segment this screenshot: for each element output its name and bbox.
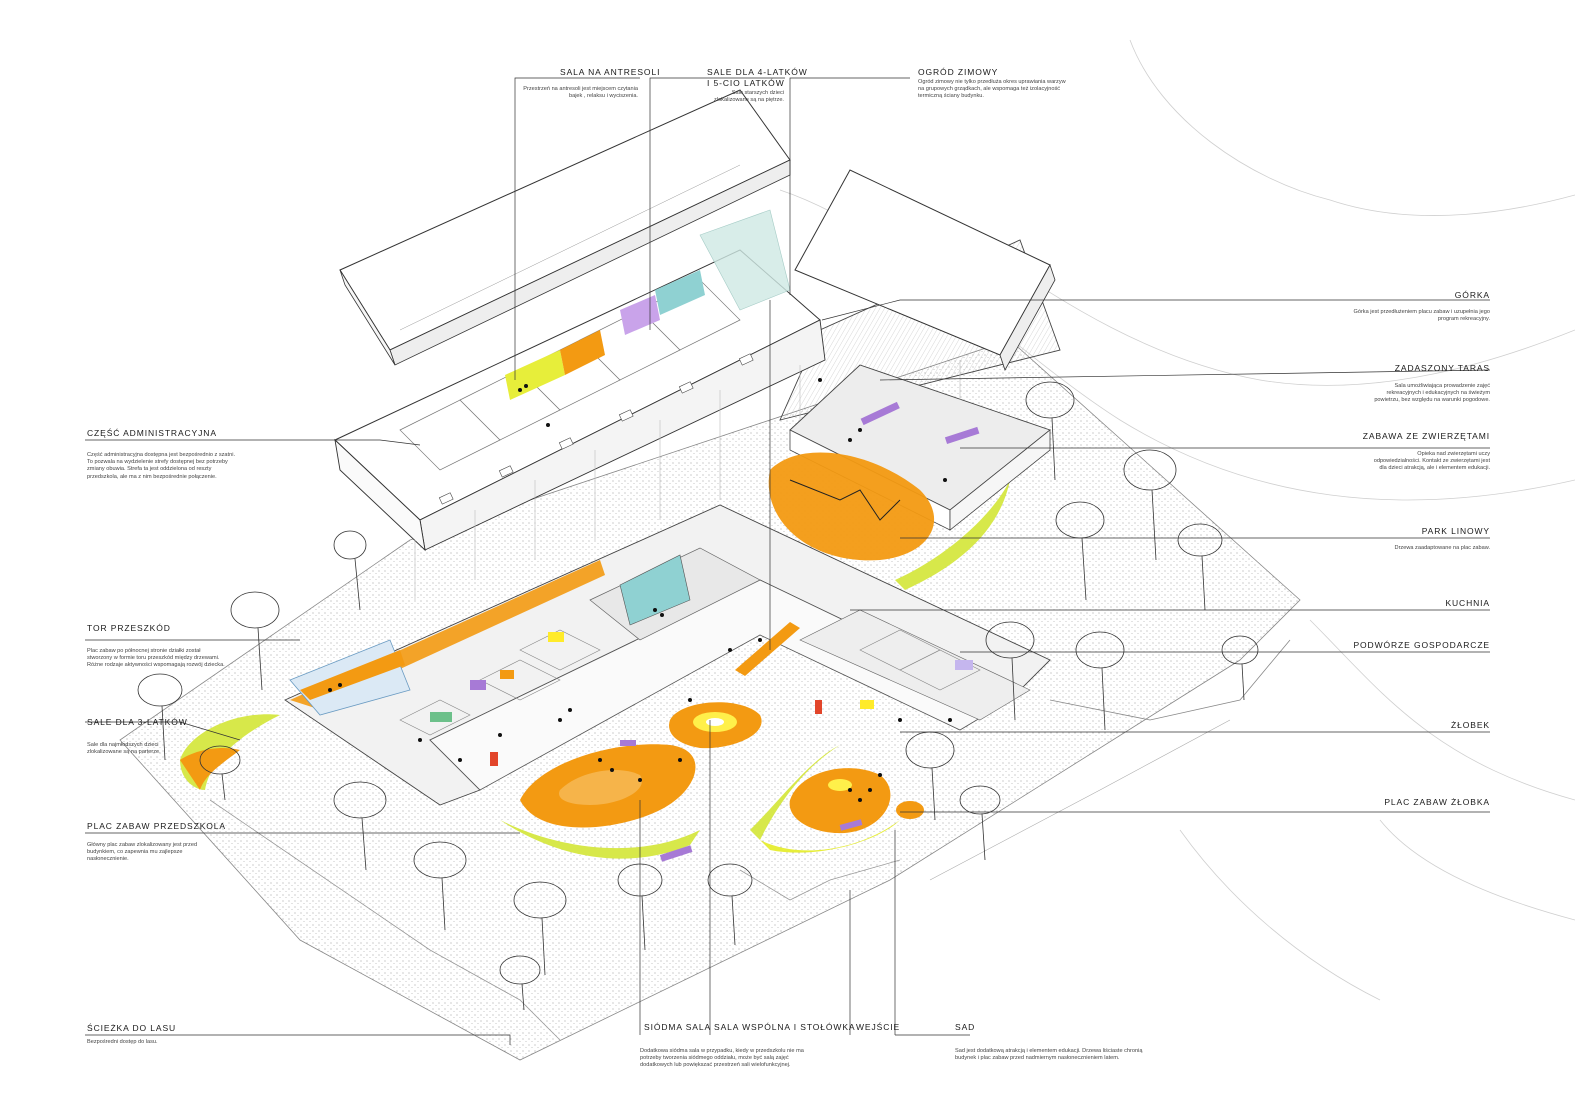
label-park-linowy-desc: Drzewa zaadaptowane na plac zabaw. xyxy=(1394,545,1490,551)
label-gorka-title: GÓRKA xyxy=(1454,290,1490,300)
label-zlobek-title: ŻŁOBEK xyxy=(1451,720,1490,730)
label-tor-desc: Plac zabaw po północnej stronie działki … xyxy=(87,648,225,669)
label-sciezka-desc: Bezpośredni dostęp do lasu. xyxy=(87,1039,158,1045)
label-sale-4-5-desc: Sale starszych dzieci zlokalizowane są n… xyxy=(714,90,784,104)
label-kuchnia-title: KUCHNIA xyxy=(1445,598,1490,608)
label-ogrod-zimowy-desc: Ogród zimowy nie tylko przedłuża okres u… xyxy=(918,79,1066,100)
label-administracja-title: CZĘŚĆ ADMINISTRACYJNA xyxy=(87,428,217,438)
label-sad-desc: Sad jest dodatkową atrakcją i elementem … xyxy=(955,1048,1143,1062)
label-zwierzeta-desc: Opieka nad zwierzętami uczy odpowiedzial… xyxy=(1373,451,1490,472)
label-sala-antresoli-title: SALA NA ANTRESOLI xyxy=(560,67,661,77)
label-siodma-desc: Dodatkowa siódma sala w przypadku, kiedy… xyxy=(640,1048,804,1069)
label-podworze-title: PODWÓRZE GOSPODARCZE xyxy=(1353,640,1490,650)
label-ogrod-zimowy-title: OGRÓD ZIMOWY xyxy=(918,67,999,77)
trees xyxy=(137,381,1259,1011)
label-park-linowy-title: PARK LINOWY xyxy=(1421,526,1490,536)
label-tor-title: TOR PRZESZKÓD xyxy=(87,623,171,633)
label-sciezka-title: ŚCIEŻKA DO LASU xyxy=(87,1023,177,1033)
leader-lines xyxy=(85,77,1491,1045)
obstacle-course xyxy=(289,639,411,716)
label-sale-3-title: SALE DLA 3-LATKÓW xyxy=(87,717,188,727)
label-plac-przedszkola-desc: Główny plac zabaw zlokalizowany jest prz… xyxy=(87,842,198,863)
covered-terrace xyxy=(768,239,1061,561)
people xyxy=(328,378,952,802)
label-plac-zlobka-title: PLAC ZABAW ŻŁOBKA xyxy=(1384,797,1490,807)
label-sale-4-5-title: SALE DLA 4-LATKÓW xyxy=(707,67,808,77)
label-administracja-desc: Część administracyjna dostępna jest bezp… xyxy=(87,452,235,480)
label-siodma-title: SIÓDMA SALA xyxy=(644,1022,712,1032)
label-sad-title: SAD xyxy=(955,1022,976,1032)
label-zwierzeta-title: ZABAWA ZE ZWIERZĘTAMI xyxy=(1362,431,1490,441)
upper-floor xyxy=(334,209,826,552)
label-sala-antresoli-desc: Przestrzeń na antresoli jest miejscem cz… xyxy=(523,86,638,100)
label-taras-desc: Sala umożliwiająca prowadzenie zajęć rek… xyxy=(1374,383,1490,404)
kindergarten-playground xyxy=(500,702,762,859)
ground-floor-building xyxy=(284,504,1051,806)
label-gorka-desc: Górka jest przedłużeniem placu zabaw i u… xyxy=(1353,309,1490,323)
label-taras-title: ZADASZONY TARAS xyxy=(1394,363,1490,373)
label-sale-4-5-title-2: I 5-CIO LATKÓW xyxy=(707,78,785,88)
site-ground xyxy=(119,339,1301,1061)
nursery-playground xyxy=(620,740,924,862)
main-roof xyxy=(339,89,791,366)
label-wejscie-title: WEJŚCIE xyxy=(856,1022,901,1032)
green-strips xyxy=(180,480,1010,790)
label-sale-3-desc: Sale dla najmłodszych dzieci zlokalizowa… xyxy=(87,742,161,756)
pavilion-roof xyxy=(794,169,1056,371)
label-plac-przedszkola-title: PLAC ZABAW PRZEDSZKOLA xyxy=(87,821,226,831)
explode-guides xyxy=(414,360,961,600)
label-sala-wspolna-title: SALA WSPÓLNA I STOŁÓWKA xyxy=(714,1022,856,1032)
